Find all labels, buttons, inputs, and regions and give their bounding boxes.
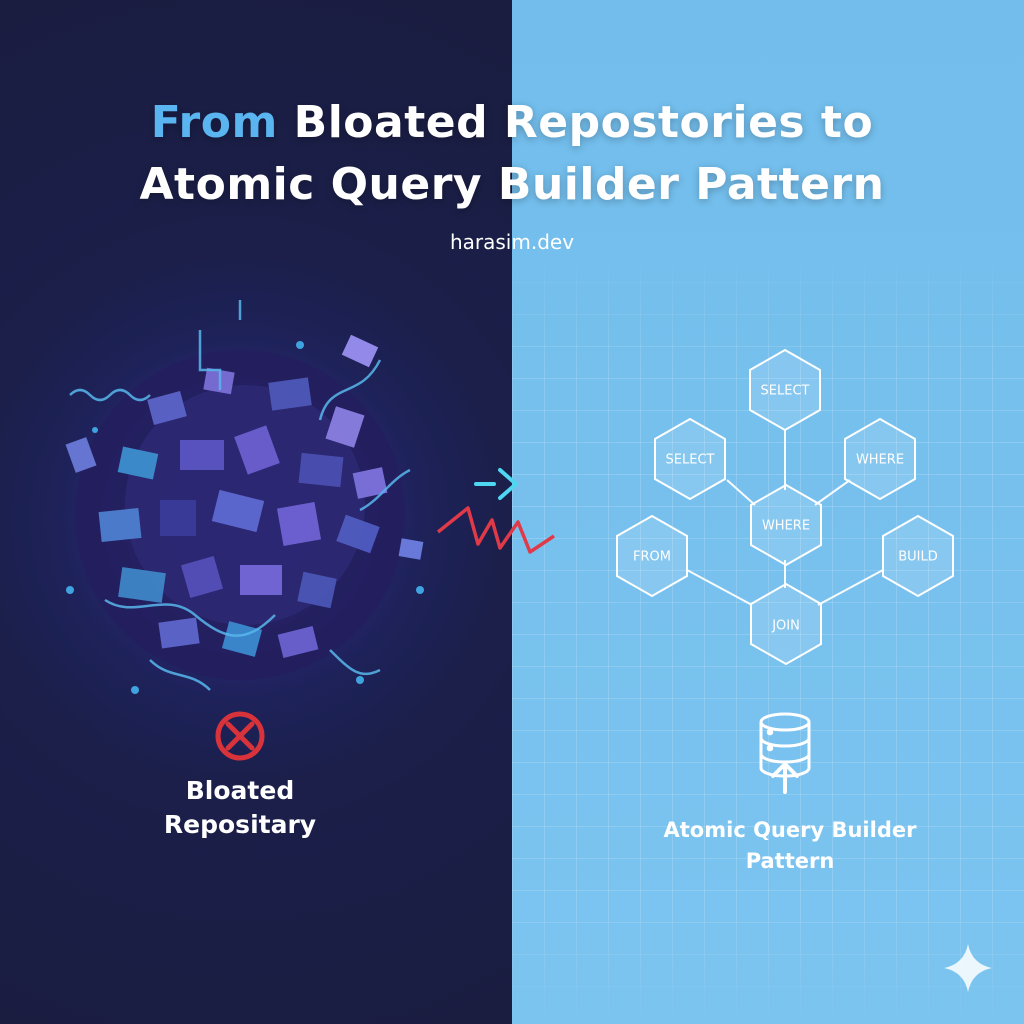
x-circle-icon xyxy=(215,711,265,761)
node-select-left-label: SELECT xyxy=(666,453,715,468)
title-line1-rest: Bloated Repostories to xyxy=(293,97,874,148)
arrow-right-icon xyxy=(474,468,518,500)
node-join: JOIN xyxy=(750,582,822,666)
node-connectors xyxy=(686,430,884,606)
node-where-center-label: WHERE xyxy=(762,519,810,534)
right-panel xyxy=(512,0,1024,1024)
node-where-center: WHERE xyxy=(750,483,822,567)
node-where-right-label: WHERE xyxy=(856,453,904,468)
bloated-repository-label: Bloated Repositary xyxy=(140,774,340,842)
node-select-top: SELECT xyxy=(749,348,821,432)
node-from: FROM xyxy=(616,514,688,598)
label-right-line1: Atomic Query Builder xyxy=(663,818,917,842)
title-line2: Atomic Query Builder Pattern xyxy=(139,159,885,210)
node-build: BUILD xyxy=(882,514,954,598)
bloated-repository-illustration xyxy=(25,300,455,730)
title-accent: From xyxy=(150,97,278,148)
node-select-top-label: SELECT xyxy=(761,384,810,399)
blueprint-grid xyxy=(512,250,1024,1024)
label-left-line2: Repositary xyxy=(163,810,317,839)
node-select-left: SELECT xyxy=(654,417,726,501)
zigzag-line xyxy=(436,506,555,554)
site-subtitle: harasim.dev xyxy=(449,230,575,254)
node-build-label: BUILD xyxy=(898,550,938,565)
label-right-line2: Pattern xyxy=(745,849,835,873)
atomic-query-builder-label: Atomic Query Builder Pattern xyxy=(630,815,950,877)
node-from-label: FROM xyxy=(633,550,671,565)
label-left-line1: Bloated xyxy=(185,776,295,805)
sparkle-icon xyxy=(944,944,992,992)
database-upload-icon xyxy=(759,712,811,794)
node-join-label: JOIN xyxy=(771,619,800,634)
node-where-right: WHERE xyxy=(844,417,916,501)
page-title: From Bloated Repostories to Atomic Query… xyxy=(0,92,1024,216)
